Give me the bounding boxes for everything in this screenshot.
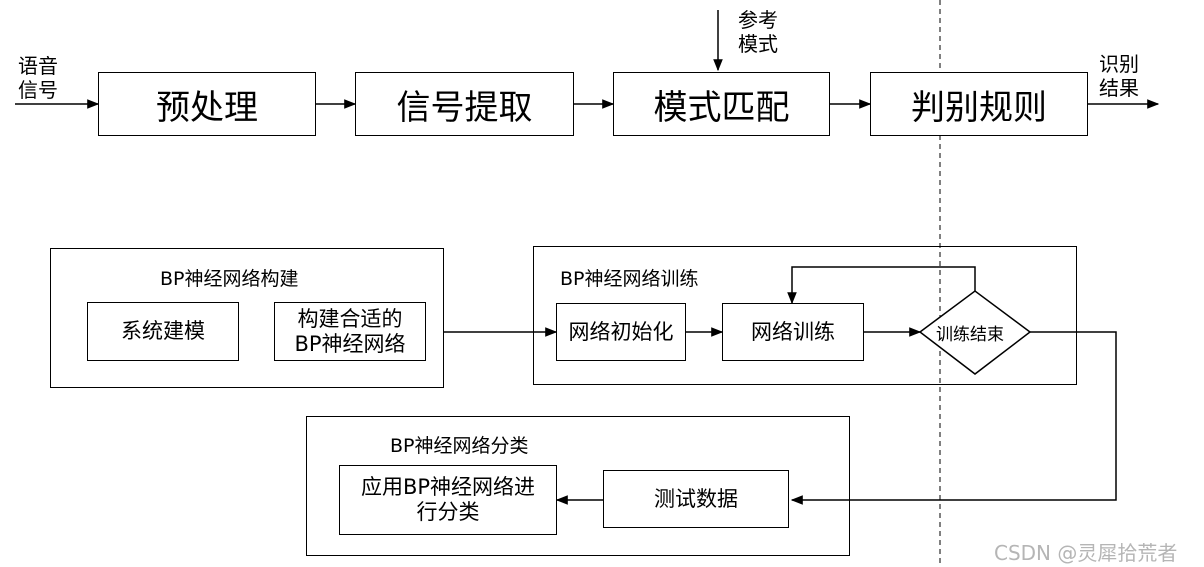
group-build-title: BP神经网络构建 — [160, 268, 299, 290]
arrow-decision-loop-back — [787, 266, 976, 305]
network-init-label: 网络初始化 — [568, 319, 674, 344]
group-train-title: BP神经网络训练 — [560, 268, 699, 290]
decision-rule-box: 判别规则 — [870, 72, 1088, 136]
output-label-line2: 结果 — [1099, 76, 1139, 100]
signal-extract-box: 信号提取 — [355, 72, 574, 136]
preprocess-box: 预处理 — [98, 72, 316, 136]
arrow-decision-to-test — [790, 331, 1117, 505]
input-label: 语音 信号 — [18, 54, 58, 102]
output-label-line1: 识别 — [1099, 52, 1139, 76]
input-label-line2: 信号 — [18, 78, 58, 102]
test-data-label: 测试数据 — [654, 486, 738, 511]
construct-network-line1: 构建合适的 — [297, 306, 403, 331]
pattern-match-box: 模式匹配 — [613, 72, 830, 136]
reference-label-line2: 模式 — [738, 32, 778, 56]
group-train — [533, 246, 1077, 385]
construct-network-box: 构建合适的 BP神经网络 — [274, 302, 426, 361]
signal-extract-label: 信号提取 — [396, 87, 533, 128]
group-classify — [306, 416, 850, 556]
decision-rule-label: 判别规则 — [911, 87, 1047, 128]
apply-network-box: 应用BP神经网络进 行分类 — [339, 465, 557, 535]
system-modeling-label: 系统建模 — [121, 319, 205, 343]
watermark: CSDN @灵犀拾荒者 — [994, 541, 1178, 565]
test-data-box: 测试数据 — [603, 470, 789, 528]
reference-pattern-label: 参考 模式 — [738, 8, 778, 56]
input-label-line1: 语音 — [18, 54, 58, 78]
system-modeling-box: 系统建模 — [87, 302, 239, 361]
output-label: 识别 结果 — [1099, 52, 1139, 100]
preprocess-label: 预处理 — [156, 87, 258, 128]
decision-label: 训练结束 — [936, 325, 1004, 345]
network-training-box: 网络训练 — [722, 303, 864, 361]
pattern-match-label: 模式匹配 — [653, 87, 790, 128]
apply-network-line2: 行分类 — [416, 500, 480, 524]
reference-label-line1: 参考 — [738, 8, 778, 32]
apply-network-line1: 应用BP神经网络进 — [360, 475, 536, 499]
network-init-box: 网络初始化 — [556, 303, 686, 361]
group-classify-title: BP神经网络分类 — [390, 435, 529, 457]
network-training-label: 网络训练 — [751, 319, 835, 344]
construct-network-line2: BP神经网络 — [294, 331, 406, 356]
